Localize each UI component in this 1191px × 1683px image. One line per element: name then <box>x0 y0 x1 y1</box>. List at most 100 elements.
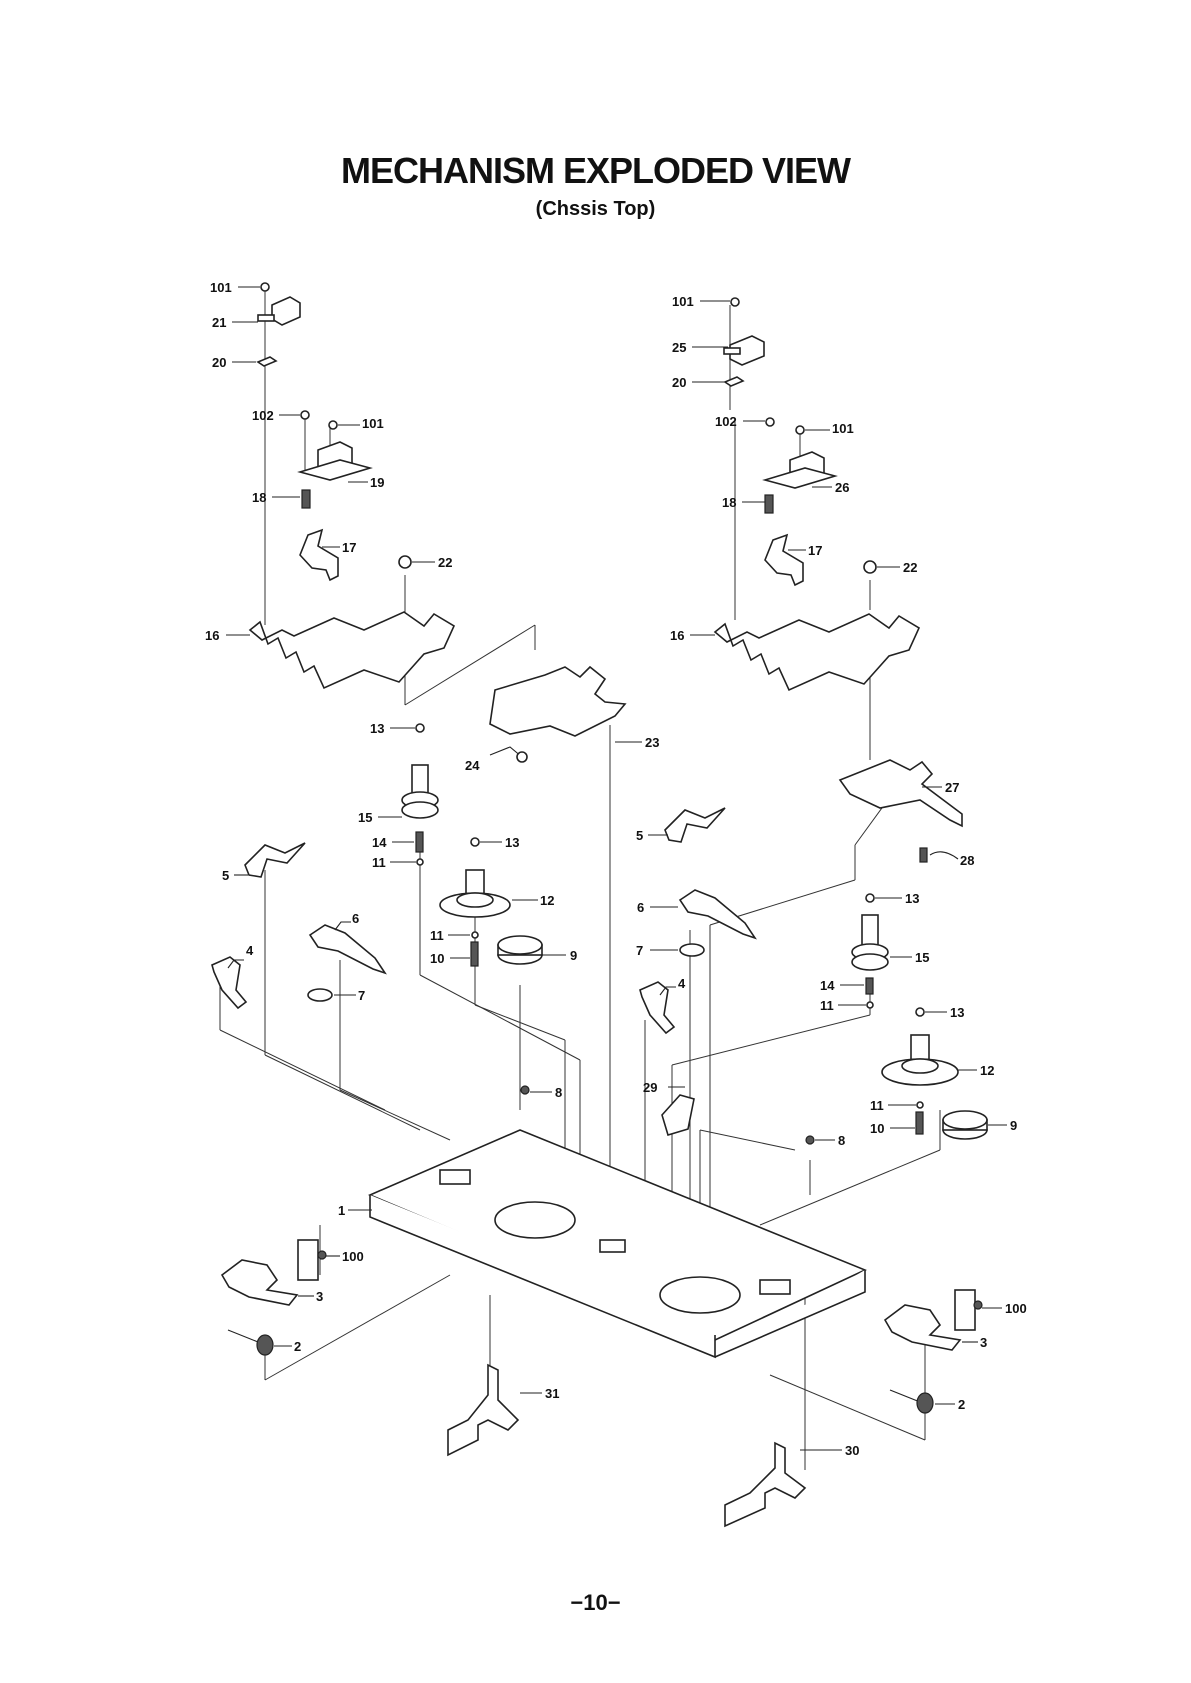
callout-label: 6 <box>352 911 359 926</box>
part-17-lever <box>300 530 338 580</box>
callout-label: 101 <box>672 294 694 309</box>
part-12-reel-table-right <box>882 1008 958 1085</box>
callout-label: 22 <box>438 555 452 570</box>
callout-label: 29 <box>643 1080 657 1095</box>
callout-label: 5 <box>222 868 229 883</box>
callout-label: 8 <box>555 1085 562 1100</box>
callout-label: 31 <box>545 1386 559 1401</box>
part-16-bracket-right <box>715 614 919 690</box>
callout-label: 26 <box>835 480 849 495</box>
part-5-lever-right <box>665 808 725 842</box>
part-11-washer-left-2 <box>472 932 478 938</box>
callout-label: 24 <box>465 758 480 773</box>
part-9-gear-right <box>943 1111 987 1139</box>
callout-label: 27 <box>945 780 959 795</box>
part-18-spring-right <box>765 495 773 513</box>
callout-label: 23 <box>645 735 659 750</box>
part-11-washer-left <box>417 859 423 865</box>
part-30-lever <box>725 1443 805 1526</box>
callout-label: 20 <box>672 375 686 390</box>
part-27-slide-plate <box>840 760 962 826</box>
page-number: −10− <box>0 1590 1191 1616</box>
callout-label: 7 <box>358 988 365 1003</box>
part-21-solenoid <box>258 283 300 325</box>
part-29-lever <box>662 1095 694 1135</box>
callout-label: 15 <box>915 950 929 965</box>
callout-label: 15 <box>358 810 372 825</box>
part-11-washer-right <box>867 1002 873 1008</box>
part-14-spring-right <box>866 978 873 994</box>
callout-label: 102 <box>715 414 737 429</box>
callout-label: 14 <box>820 978 835 993</box>
callout-label: 25 <box>672 340 686 355</box>
callout-label: 7 <box>636 943 643 958</box>
callout-label: 13 <box>905 891 919 906</box>
callout-label: 17 <box>808 543 822 558</box>
callout-label: 11 <box>430 928 444 943</box>
part-100-sheet-left <box>298 1240 318 1280</box>
part-5-lever-left <box>245 843 305 877</box>
callout-label: 16 <box>205 628 219 643</box>
callout-label: 6 <box>637 900 644 915</box>
part-20-clip-left <box>258 357 276 366</box>
part-1-chassis <box>370 1130 865 1357</box>
callout-label: 100 <box>342 1249 364 1264</box>
part-16-bracket-left <box>250 612 454 688</box>
callout-label: 30 <box>845 1443 859 1458</box>
callout-label: 4 <box>246 943 254 958</box>
callout-label: 101 <box>210 280 232 295</box>
callout-label: 28 <box>960 853 974 868</box>
part-15-reel-left <box>402 724 438 818</box>
callout-label: 3 <box>980 1335 987 1350</box>
callout-label: 18 <box>252 490 266 505</box>
callout-label: 13 <box>950 1005 964 1020</box>
callout-label: 2 <box>958 1397 965 1412</box>
part-20-clip-right <box>725 377 743 386</box>
part-15-reel-right <box>852 894 888 970</box>
callout-label: 11 <box>820 998 834 1013</box>
part-17-lever-right <box>765 535 803 585</box>
part-3-arm-left <box>222 1260 297 1305</box>
part-11-washer-right-2 <box>917 1102 923 1108</box>
callout-label: 3 <box>316 1289 323 1304</box>
callout-label: 100 <box>1005 1301 1027 1316</box>
part-12-reel-table-left <box>440 838 510 917</box>
callout-label: 16 <box>670 628 684 643</box>
part-10-spring-right <box>916 1112 923 1134</box>
callout-label: 22 <box>903 560 917 575</box>
callout-label: 4 <box>678 976 686 991</box>
callout-label: 12 <box>540 893 554 908</box>
part-8-spring-left <box>521 1086 529 1094</box>
callout-label: 14 <box>372 835 387 850</box>
part-6-lever-left <box>310 925 385 973</box>
part-8-spring-right <box>806 1136 814 1144</box>
callout-label: 102 <box>252 408 274 423</box>
part-7-roller-right <box>680 944 704 956</box>
callout-label: 10 <box>430 951 444 966</box>
callout-label: 9 <box>1010 1118 1017 1133</box>
part-2-spring-left <box>228 1330 273 1355</box>
callout-label: 18 <box>722 495 736 510</box>
callout-label: 13 <box>370 721 384 736</box>
callout-label: 101 <box>832 421 854 436</box>
part-22-screw-right <box>864 561 876 573</box>
part-31-lever <box>448 1365 518 1455</box>
part-22-screw-left <box>399 556 411 568</box>
callout-label: 1 <box>338 1203 345 1218</box>
part-2-spring-right <box>890 1390 933 1413</box>
callout-label: 5 <box>636 828 643 843</box>
part-100-sheet-right <box>955 1290 975 1330</box>
callout-label: 17 <box>342 540 356 555</box>
callout-label: 10 <box>870 1121 884 1136</box>
callout-label: 101 <box>362 416 384 431</box>
part-4-bracket-left <box>212 957 246 1008</box>
part-28-spring <box>920 848 927 862</box>
part-7-roller-left <box>308 989 332 1001</box>
callout-label: 11 <box>870 1098 884 1113</box>
part-14-spring-left <box>416 832 423 852</box>
parts <box>212 283 987 1526</box>
part-18-spring <box>302 490 310 508</box>
part-9-gear-left <box>498 936 542 964</box>
part-10-spring-left <box>471 942 478 966</box>
